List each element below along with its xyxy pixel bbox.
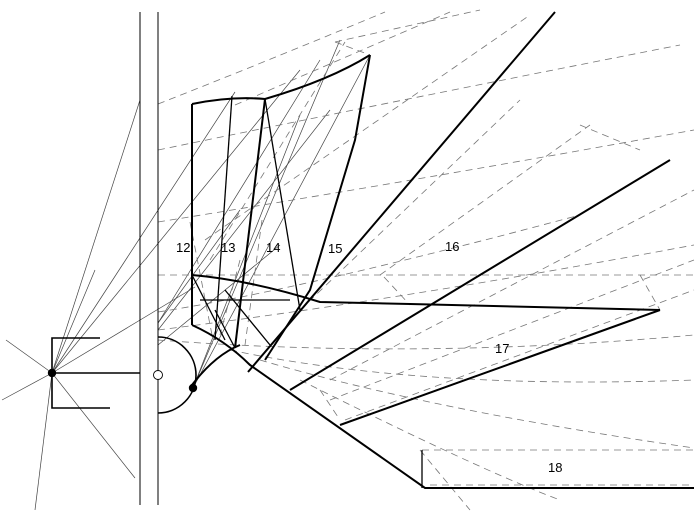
center-pivot-circle [153, 370, 163, 380]
label-18: 18 [548, 460, 562, 475]
left-pivot-dot [47, 368, 57, 378]
construction-rays [1, 39, 371, 511]
right-pivot-dot [188, 383, 198, 393]
label-14: 14 [266, 240, 280, 255]
wall-lines [139, 12, 159, 505]
pivot-points [47, 368, 198, 393]
pivot-semicircle [157, 336, 197, 414]
segment-labels: 12 13 14 15 16 17 18 [176, 239, 562, 475]
label-15: 15 [328, 241, 342, 256]
label-16: 16 [445, 239, 459, 254]
main-outlines [191, 11, 694, 489]
label-17: 17 [495, 341, 509, 356]
label-13: 13 [221, 240, 235, 255]
label-12: 12 [176, 240, 190, 255]
secondary-outlines [191, 95, 423, 488]
left-bracket [51, 337, 140, 409]
dashed-guides [157, 9, 695, 511]
